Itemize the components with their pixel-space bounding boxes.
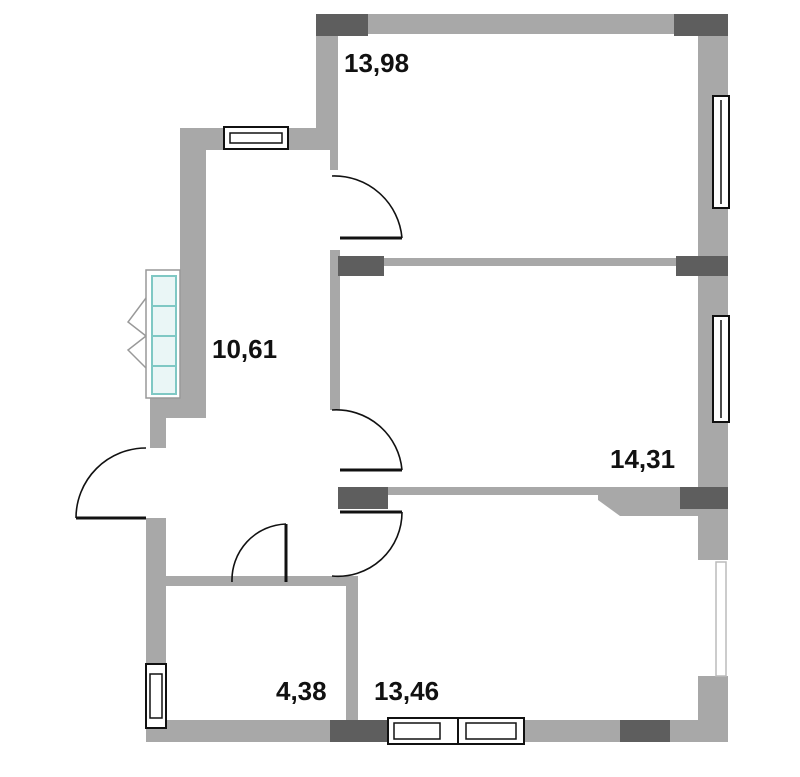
door-swing-icon — [331, 510, 403, 578]
wall-bath-right — [346, 576, 358, 724]
room-area-label: 13,98 — [344, 48, 409, 78]
room-area-label: 10,61 — [212, 334, 277, 364]
columns — [316, 14, 728, 742]
walls — [146, 14, 728, 742]
wall-upper-left — [316, 14, 338, 146]
wall-hall-left — [180, 128, 206, 418]
door-swing-icon — [331, 409, 403, 472]
wall-partition-wedge — [598, 487, 700, 516]
column — [338, 487, 388, 509]
wall-top — [316, 14, 728, 34]
wall-hall-right — [330, 250, 340, 410]
door-swing-icon — [75, 447, 147, 520]
wall-right-lower — [698, 500, 728, 560]
column — [620, 720, 670, 742]
wall-bath-top — [166, 576, 356, 586]
column — [338, 256, 384, 276]
wall-partition-2 — [338, 487, 700, 495]
column — [680, 487, 728, 509]
window-icon — [145, 95, 730, 745]
column — [674, 14, 728, 36]
door-swing-icon — [331, 175, 403, 240]
door-swing-icon — [231, 523, 288, 583]
doors — [75, 175, 403, 583]
column — [330, 720, 388, 742]
window-icon — [715, 561, 727, 677]
area-labels: 13,98 10,61 14,31 4,38 13,46 — [212, 48, 675, 706]
column — [316, 14, 368, 36]
room-area-label: 4,38 — [276, 676, 327, 706]
wardrobe-icon — [126, 269, 181, 399]
wall-partition-1 — [338, 258, 700, 266]
room-area-label: 13,46 — [374, 676, 439, 706]
column — [676, 256, 728, 276]
wall-left-lower — [150, 395, 206, 448]
room-area-label: 14,31 — [610, 444, 675, 474]
